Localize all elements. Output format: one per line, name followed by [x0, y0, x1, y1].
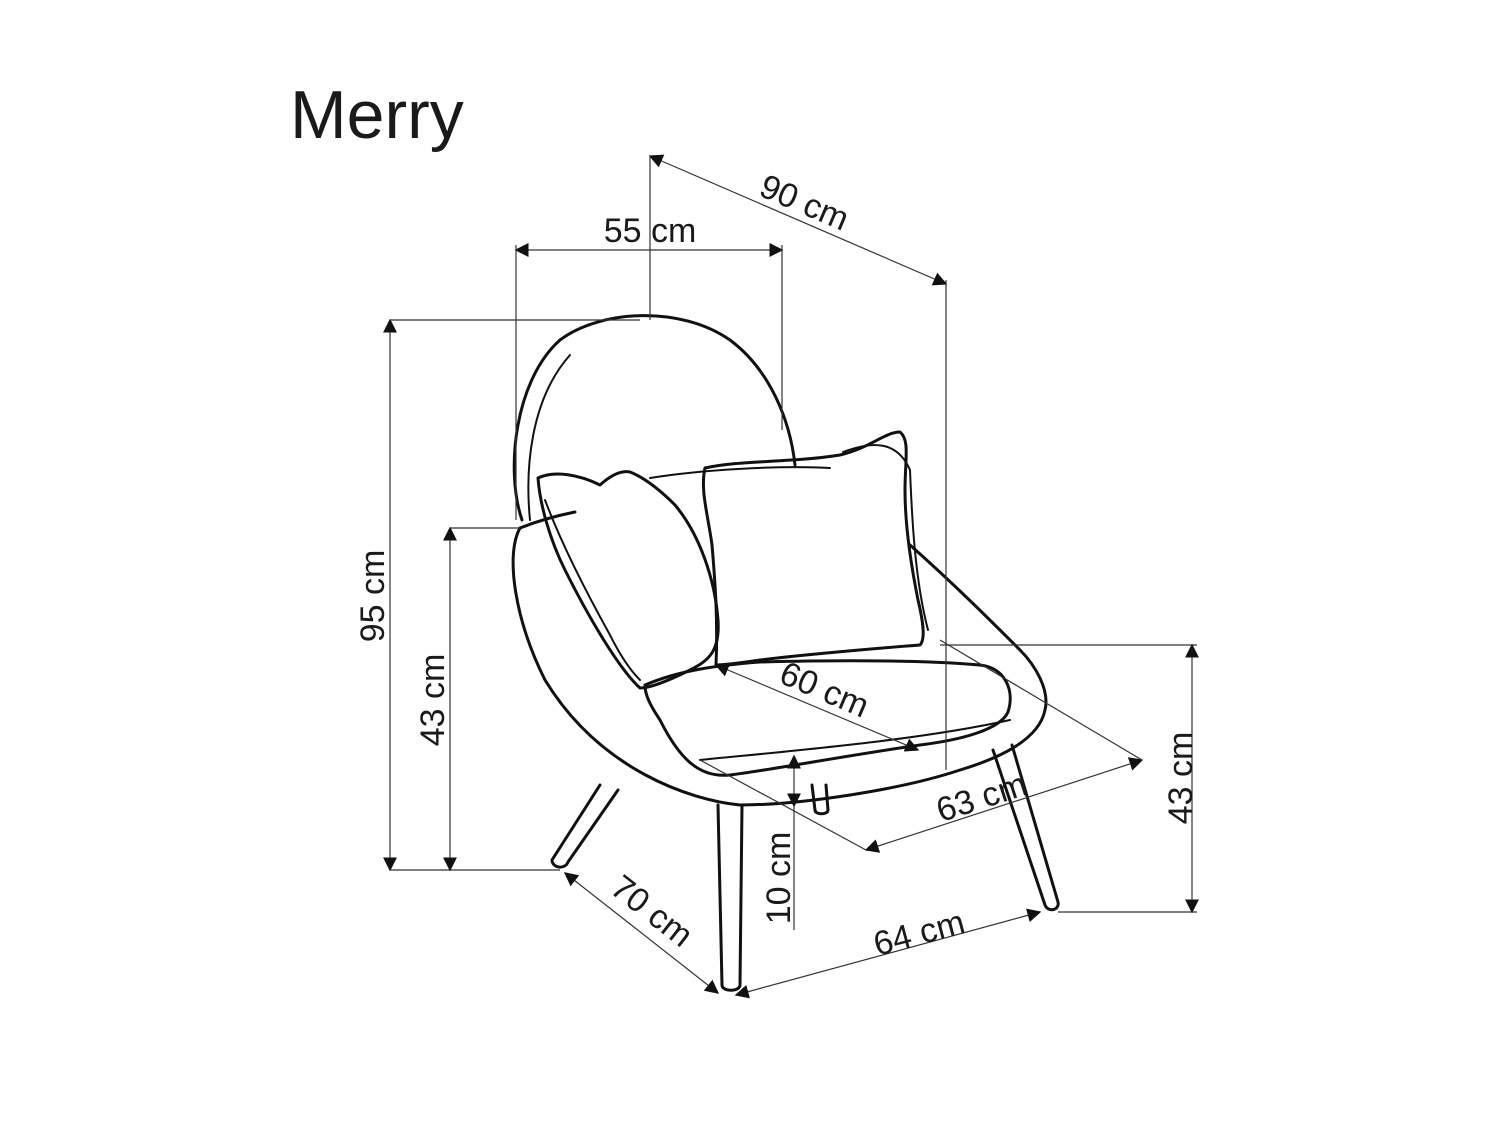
- dimension-lines: [383, 154, 1199, 999]
- dim-base-width-line: [734, 908, 1042, 999]
- product-title: Merry: [290, 77, 464, 153]
- dim-base-depth-line: [563, 872, 720, 994]
- label-seat-width: 60 cm: [774, 654, 874, 725]
- label-top-width: 55 cm: [604, 212, 697, 250]
- dim-diagonal-depth-line: [648, 154, 948, 286]
- dim-seat-depth-line: [864, 757, 1144, 853]
- seat: [643, 659, 1012, 777]
- dim-seat-width-line: [714, 663, 920, 752]
- label-leg-height: 10 cm: [760, 832, 798, 925]
- shell: [511, 526, 1048, 807]
- leg-back-right: [810, 783, 830, 816]
- leg-back-left: [550, 783, 620, 869]
- label-base-width: 64 cm: [870, 903, 969, 964]
- left-pillow: [536, 470, 720, 690]
- leg-front-left: [716, 803, 744, 992]
- label-seat-height: 43 cm: [1162, 732, 1200, 825]
- label-armrest-height: 43 cm: [414, 654, 452, 747]
- leg-front-right: [991, 743, 1060, 912]
- label-total-height: 95 cm: [354, 550, 392, 643]
- backrest: [512, 314, 797, 522]
- label-diagonal-depth: 90 cm: [754, 167, 854, 238]
